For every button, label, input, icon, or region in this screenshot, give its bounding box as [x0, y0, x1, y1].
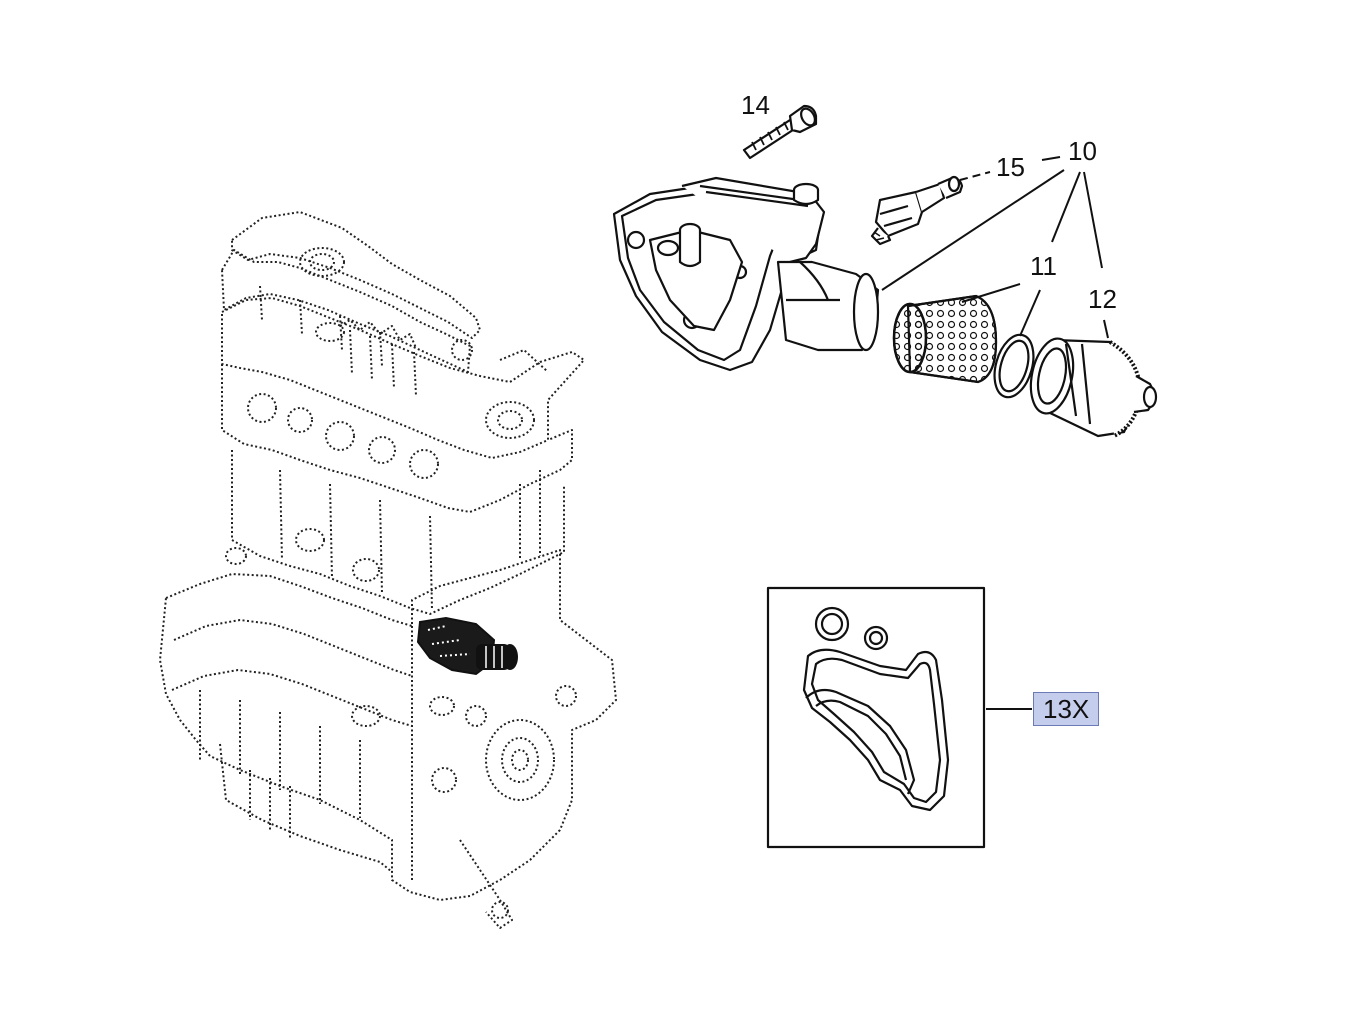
pressure-sensor-icon [870, 175, 964, 246]
engine-block-outline-icon [159, 211, 617, 929]
oil-filter-housing-icon [612, 176, 880, 372]
bolt-icon [742, 104, 818, 160]
callout-12: 12 [1088, 284, 1117, 314]
callout-13x-link[interactable]: 13X [1033, 692, 1100, 726]
callout-11: 11 [1030, 251, 1057, 281]
leader-lines [881, 156, 1109, 710]
gasket-set-icon [766, 586, 986, 849]
mounted-housing-icon [416, 616, 518, 676]
filter-cap-icon [1029, 337, 1158, 438]
filter-element-icon [892, 294, 998, 384]
callout-10: 10 [1068, 136, 1097, 166]
callout-15: 15 [996, 152, 1025, 182]
o-ring-icon [993, 333, 1035, 399]
callout-14: 14 [741, 90, 770, 120]
